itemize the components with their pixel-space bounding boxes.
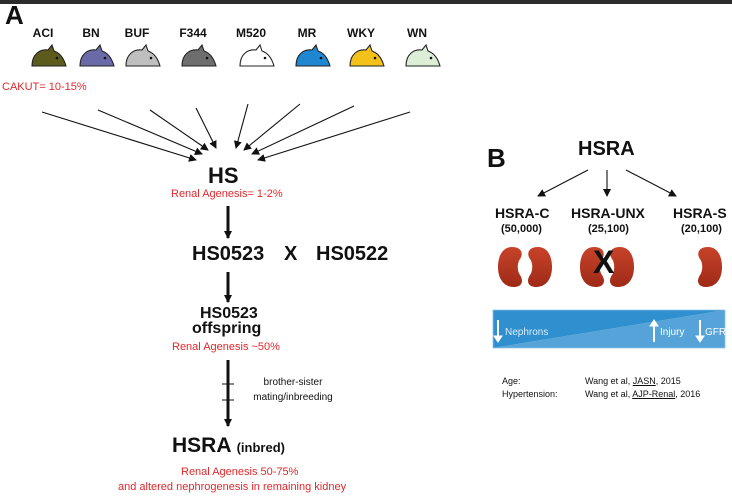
offspring-line-1: HS0523 [200,305,258,322]
panel-letter-a: A [5,0,24,30]
strain-label-m520: M520 [235,26,267,40]
bar-label-nephrons: Nephrons [505,327,549,338]
group-name-s: HSRA-S [673,205,727,221]
rat-icon-wn [405,44,441,67]
offspring-line-2: offspring [192,320,262,337]
strain-label-f344: F344 [179,26,207,40]
hsra-renal-line-2: and altered nephrogenesis in remaining k… [118,481,347,493]
hsra-final-label: HSRA (inbred) [172,434,285,458]
hsra-tree-arrows [537,169,677,197]
kidney-single-icon-s [698,247,722,287]
strain-label-buf: BUF [124,26,150,40]
kidney-pair-icon-control [498,247,552,287]
top-edge-strip [0,0,732,4]
group-name-unx: HSRA-UNX [571,205,645,221]
ref-journal-age: JASN [632,376,656,386]
group-count-unx: (25,100) [588,223,629,235]
rat-icon-buf [125,44,161,67]
strain-label-wky: WKY [347,26,375,40]
ref-label-hypertension: Hypertension: [502,389,558,399]
ref-year-hypertension: , 2016 [675,389,701,399]
ref-citation-age: Wang et al, JASN, 2015 [585,376,681,386]
offspring-renal-agenesis: Renal Agenesis ~50% [172,341,280,353]
rat-icon-m520 [239,44,275,67]
ref-citation-hypertension: Wang et al, AJP-Renal, 2016 [585,389,700,399]
rat-icon-aci [31,44,67,67]
strain-label-wn: WN [407,26,427,40]
hsra-renal-line-1: Renal Agenesis 50-75% [181,466,299,478]
cross-right-strain: HS0522 [316,243,389,265]
hsra-root-label: HSRA [578,138,635,160]
hsra-final-suffix: (inbred) [236,440,285,455]
rat-icon-f344 [181,44,217,67]
converging-arrows [41,103,411,162]
rat-icon-bn [79,44,115,67]
ref-journal-hypertension: AJP-Renal [632,389,676,399]
rat-icon-wky [349,44,385,67]
mating-note-line-2: mating/inbreeding [253,392,333,403]
panel-letter-b: B [487,143,506,173]
ref-label-age: Age: [502,376,521,386]
group-name-control: HSRA-C [495,205,550,221]
flow-arrows [222,206,234,427]
strain-label-aci: ACI [32,26,54,40]
group-count-s: (20,100) [681,223,722,235]
cross-symbol: X [284,243,298,265]
ref-authors-hypertension: Wang et al, [585,389,633,399]
cross-left-strain: HS0523 [192,243,265,265]
hs-renal-agenesis: Renal Agenesis= 1-2% [171,188,283,200]
bar-label-injury: Injury [660,327,685,338]
strain-label-mr: MR [297,26,317,40]
cakut-rate: CAKUT= 10-15% [2,81,87,93]
nephron-injury-gradient-bar [492,309,726,349]
rat-icon-mr [295,44,331,67]
mating-note-line-1: brother-sister [263,377,323,388]
strain-label-bn: BN [82,26,100,40]
ref-year-age: , 2015 [655,376,681,386]
white-arrow-icons [493,319,705,343]
group-count-control: (50,000) [501,223,542,235]
nephrectomy-x-mark: X [593,244,615,280]
bar-label-gfr: GFR [705,327,727,338]
hsra-final-name: HSRA [172,434,231,457]
hs-label: HS [208,163,239,188]
ref-authors-age: Wang et al, [585,376,633,386]
